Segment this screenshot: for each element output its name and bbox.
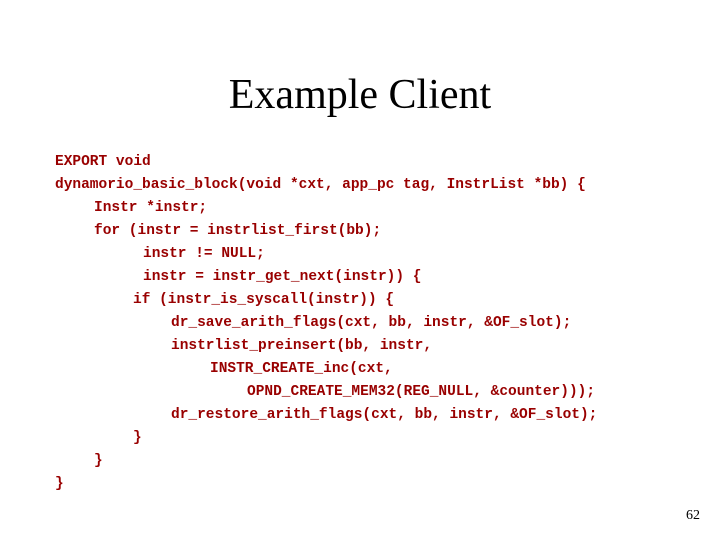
code-line-10: INSTR_CREATE_inc(cxt, [210, 361, 393, 377]
code-line-2: dynamorio_basic_block(void *cxt, app_pc … [55, 177, 586, 193]
code-line-4: for (instr = instrlist_first(bb); [94, 223, 382, 239]
code-line-3: Instr *instr; [94, 200, 208, 216]
code-line-5: instr != NULL; [143, 246, 265, 262]
code-line-15: } [55, 476, 64, 492]
slide-title: Example Client [228, 72, 492, 118]
code-line-14: } [94, 453, 103, 469]
code-block: EXPORT void dynamorio_basic_block(void *… [0, 151, 720, 501]
code-line-7: if (instr_is_syscall(instr)) { [133, 292, 395, 308]
code-line-11: OPND_CREATE_MEM32(REG_NULL, &counter))); [247, 384, 596, 400]
code-line-13: } [133, 430, 142, 446]
code-line-8: dr_save_arith_flags(cxt, bb, instr, &OF_… [171, 315, 572, 331]
code-line-1: EXPORT void [55, 154, 151, 170]
code-line-9: instrlist_preinsert(bb, instr, [171, 338, 433, 354]
code-line-6: instr = instr_get_next(instr)) { [143, 269, 422, 285]
code-line-12: dr_restore_arith_flags(cxt, bb, instr, &… [171, 407, 598, 423]
page-number: 62 [686, 508, 700, 523]
